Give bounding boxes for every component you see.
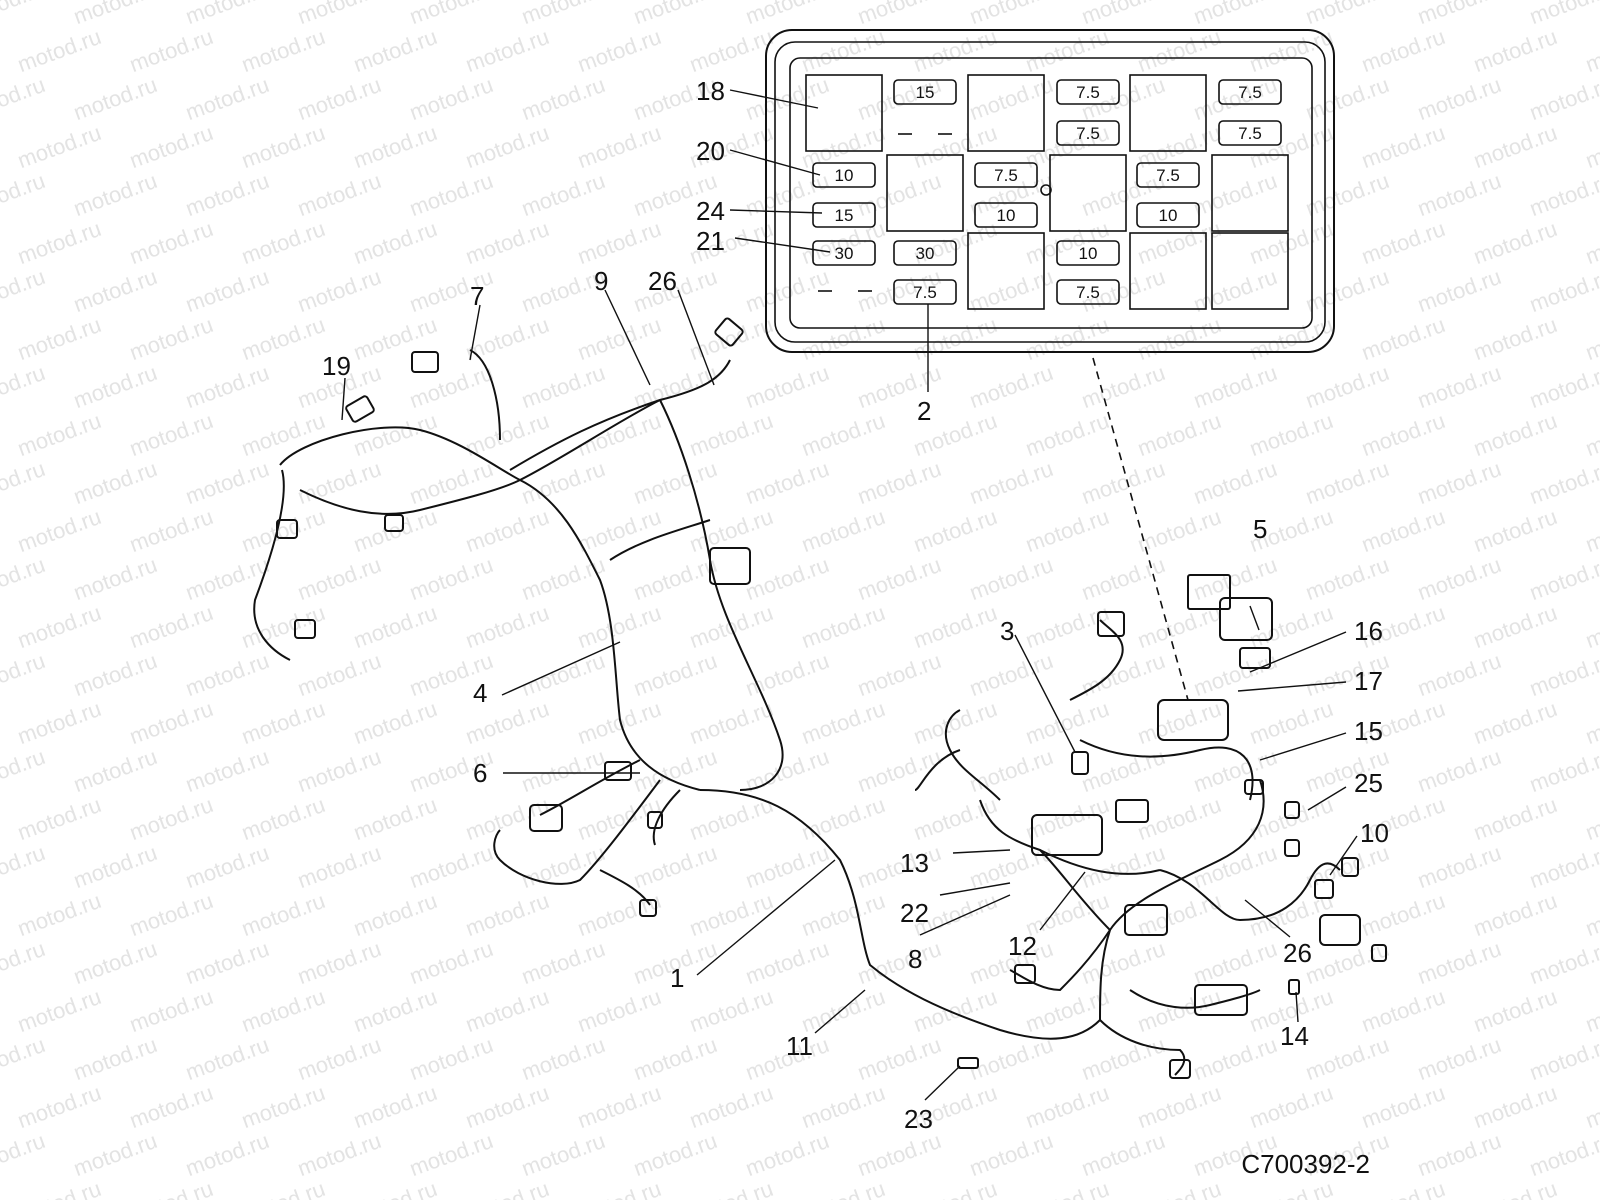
fuse-label: 7.5 [1076,124,1100,143]
ecu-connector [1031,814,1103,856]
fuse-label: 10 [1079,244,1098,263]
fuse-label: 7.5 [1238,83,1262,102]
front-harness [253,317,1101,1040]
callout-label: 20 [696,136,725,166]
leader-lines [341,89,1358,1101]
callout-label: 7 [470,281,484,311]
fuse-box-outline [765,29,1335,353]
callout-label: 26 [648,266,677,296]
callout-numbers: 18 20 24 21 2 9 26 7 19 4 6 1 3 5 16 17 … [322,76,1389,1134]
callout-label: 13 [900,848,929,878]
fuse-labels: 15 7.5 7.5 7.5 7.5 10 15 30 7.5 10 7.5 1… [835,83,1262,302]
fuse-label: 7.5 [913,283,937,302]
callout-label: 11 [786,1031,813,1061]
callout-label: 18 [696,76,725,106]
callout-label: 10 [1360,818,1389,848]
callout-label: 21 [696,226,725,256]
fuse-label: 30 [916,244,935,263]
fuse-label: 10 [835,166,854,185]
fuse-label: 7.5 [1076,283,1100,302]
callout-label: 12 [1008,931,1037,961]
callout-label: 4 [473,678,487,708]
callout-label: 3 [1000,616,1014,646]
callout-label: 17 [1354,666,1383,696]
dashed-reference-line [1092,357,1189,701]
callout-label: 5 [1253,514,1267,544]
callout-label: 1 [670,963,684,993]
callout-label: 25 [1354,768,1383,798]
fuse-label: 7.5 [1156,166,1180,185]
callout-label: 6 [473,758,487,788]
callout-label: 9 [594,266,608,296]
fuse-label: 7.5 [1076,83,1100,102]
rear-harness [914,574,1387,1079]
callout-label: 16 [1354,616,1383,646]
callout-label: 2 [917,396,931,426]
callout-label: 14 [1280,1021,1309,1051]
callout-label: 22 [900,898,929,928]
fuse-label: 7.5 [1238,124,1262,143]
callout-label: 15 [1354,716,1383,746]
fuse-label: 10 [1159,206,1178,225]
callout-label: 24 [696,196,725,226]
fuse-label: 15 [835,206,854,225]
fuse-label: 7.5 [994,166,1018,185]
callout-label: 26 [1283,938,1312,968]
callout-label: 19 [322,351,351,381]
fuse-label: 10 [997,206,1016,225]
figure-code: C700392-2 [1241,1149,1370,1179]
callout-label: 23 [904,1104,933,1134]
fuse-label: 30 [835,244,854,263]
callout-label: 8 [908,944,922,974]
fuse-label: 15 [916,83,935,102]
